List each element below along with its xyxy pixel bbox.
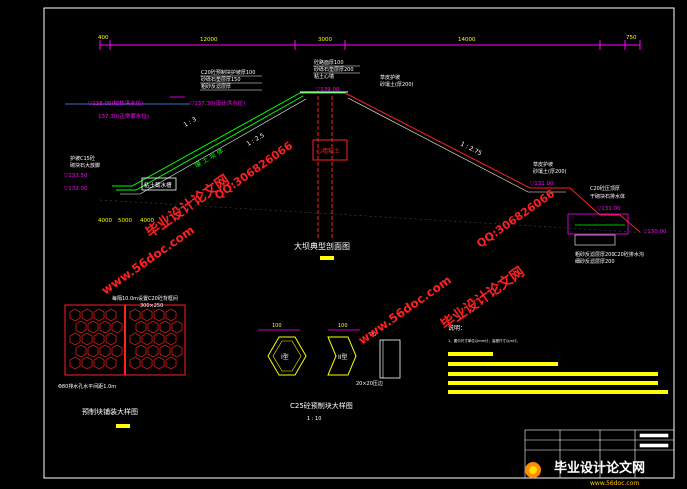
hex-block-type-1 <box>267 336 307 376</box>
notes-line-1: 1、图中尺寸单位以mm计，高程尺寸以m计。 <box>448 338 520 343</box>
site-logo: 毕业设计论文网 www.56doc.com <box>525 460 645 487</box>
notes-bar-1 <box>448 352 493 356</box>
top-dim-0: 400 <box>98 35 109 41</box>
top-dimension-line: 400 12000 3000 14000 750 <box>98 35 641 50</box>
notes-bar-3 <box>448 372 658 376</box>
paving-note-top: 每隔10.0m设置C20砼背框间 <box>112 295 178 302</box>
up-toe-note-2: 砌块石大放脚 <box>70 162 100 169</box>
down-filter-note-2: 干砌块石排水体 <box>590 193 625 200</box>
down-toe-elev-2: ▽131.00 <box>597 206 621 212</box>
down-toe-note-1: 草皮护坡 <box>533 161 553 168</box>
up-base-elev: ▽132.00 <box>64 186 88 192</box>
core-label: 心墙粘土 <box>316 147 340 155</box>
cutoff-label: 粘土截水槽 <box>144 181 172 189</box>
crest-elev: ▽139.00 <box>316 87 340 93</box>
notes-bar-5 <box>448 390 668 394</box>
up-water-1: ▽138.05(校核洪水位) <box>88 99 143 107</box>
crest-note-3: 粘土心墙 <box>314 73 334 80</box>
dam-title-scale-bar <box>320 256 334 260</box>
downstream-slope <box>344 92 641 233</box>
down-filter-note-1: C20砼压顶厚 <box>590 185 620 192</box>
base-dim-1: 5000 <box>118 218 132 224</box>
up-toe-elev: ▽133.50 <box>64 173 88 179</box>
up-slope-note-2: 砂砾石垫层厚150 <box>201 76 241 83</box>
up-toe-note-1: 护坡C15砼 <box>70 155 95 162</box>
top-dim-3: 14000 <box>458 37 476 43</box>
hex-block-type-2 <box>327 336 357 376</box>
paving-detail: 每隔10.0m设置C20砼背框间 300×250 Φ80排水孔水平间距1.0m … <box>58 295 186 428</box>
down-toe-note-2: 砂壤土(厚200) <box>533 168 566 175</box>
paving-note-bottom: Φ80排水孔水平间距1.0m <box>58 383 116 390</box>
upstream-slope <box>112 92 345 187</box>
hex-pattern <box>69 308 183 370</box>
block-dim-2: 100 <box>338 323 348 329</box>
crest-note-2: 砂砾石垫层厚200 <box>314 66 354 73</box>
logo-text: 毕业设计论文网 <box>554 460 645 476</box>
block-type-2: II型 <box>338 353 348 361</box>
up-water-3: 137.30(正常蓄水位) <box>98 112 149 120</box>
paving-scale-bar <box>116 424 130 428</box>
down-drain-note-2: 细砂反滤层厚200 <box>575 258 615 265</box>
side-dim-2: 20×20压边 <box>356 380 383 387</box>
up-water-2: ▽137.30(设计洪水位) <box>190 99 245 107</box>
down-drain-note-1: 粗砂反滤层厚200 <box>575 251 615 258</box>
dam-title: 大坝典型剖面图 <box>294 241 350 251</box>
base-dim-0: 4000 <box>98 218 112 224</box>
up-slope-note-3: 粗砂反滤层厚 <box>201 83 231 90</box>
top-dim-4: 750 <box>626 35 637 41</box>
side-dim-1: 20 <box>370 332 376 338</box>
crest-note-1: 砼路面厚100 <box>314 59 344 66</box>
paving-title: 预制块铺装大样图 <box>82 407 138 416</box>
down-slope-note-1: 草皮护坡 <box>380 74 400 81</box>
notes-bar-4 <box>448 381 658 385</box>
base-dim-2: 4000 <box>140 218 154 224</box>
title-block <box>524 429 675 479</box>
notes-bar-2 <box>448 362 558 366</box>
top-dim-2: 3000 <box>318 37 332 43</box>
down-base-elev: ▽130.00 <box>643 229 667 235</box>
down-toe-elev-1: ▽131.00 <box>530 181 554 187</box>
top-dim-1: 12000 <box>200 37 218 43</box>
down-slope-note-2: 砂壤土(厚200) <box>380 81 413 88</box>
paving-note-top-2: 300×250 <box>140 303 163 309</box>
precast-title: C25砼预制块大样图 <box>290 401 353 410</box>
precast-block-detail: 100 100 I型 II型 20 20×20压边 C25砼预制块大样图 1 :… <box>258 323 401 422</box>
block-type-1: I型 <box>281 353 289 361</box>
notes-section: 说明： 1、图中尺寸单位以mm计，高程尺寸以m计。 <box>448 324 668 394</box>
drawing-frame <box>43 7 675 479</box>
logo-url: www.56doc.com <box>590 480 639 487</box>
up-slope-note-1: C20砼预制块护坡厚100 <box>201 69 255 76</box>
precast-scale: 1 : 10 <box>307 416 321 422</box>
down-drain-note-3: C20砼排水沟 <box>614 251 644 258</box>
block-dim-1: 100 <box>272 323 282 329</box>
notes-heading: 说明： <box>448 324 466 332</box>
